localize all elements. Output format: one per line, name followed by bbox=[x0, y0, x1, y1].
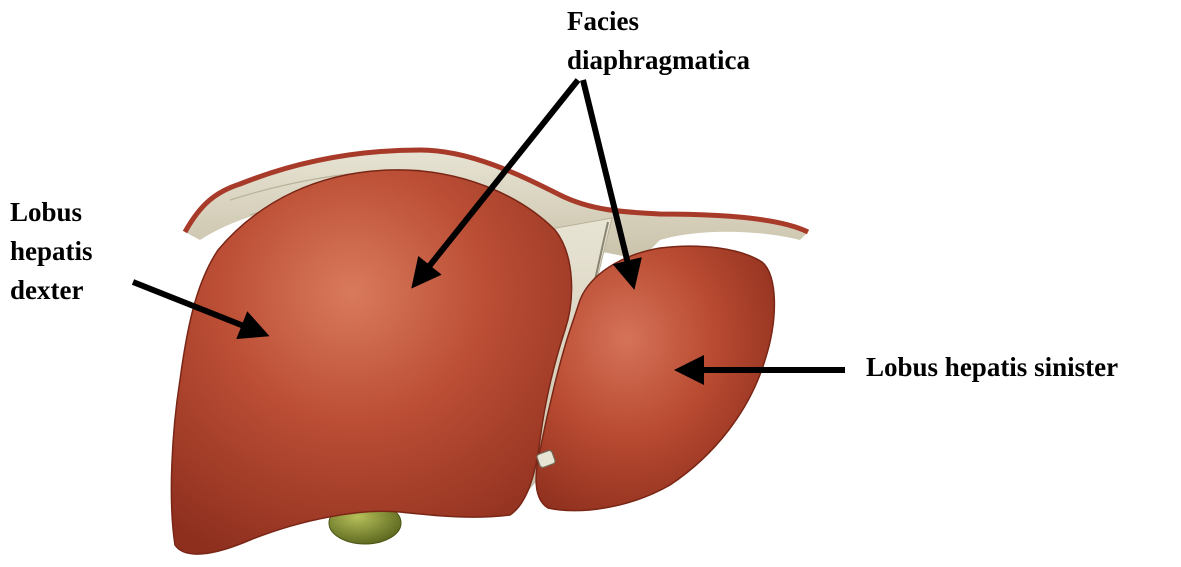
label-lobus-hepatis-sinister: Lobus hepatis sinister bbox=[866, 348, 1118, 387]
label-line: Lobus hepatis sinister bbox=[866, 348, 1118, 387]
right-lobe bbox=[171, 170, 571, 554]
label-line: Lobus bbox=[10, 193, 93, 232]
label-lobus-hepatis-dexter: Lobus hepatis dexter bbox=[10, 193, 93, 310]
label-facies-diaphragmatica: Facies diaphragmatica bbox=[567, 2, 750, 80]
label-line: Facies bbox=[567, 2, 750, 41]
label-line: hepatis bbox=[10, 232, 93, 271]
label-line: diaphragmatica bbox=[567, 41, 750, 80]
label-line: dexter bbox=[10, 271, 93, 310]
